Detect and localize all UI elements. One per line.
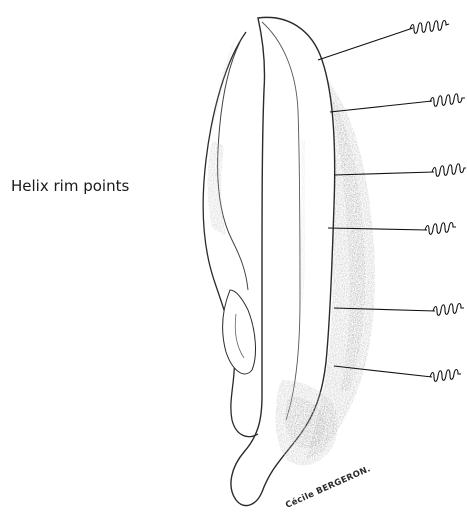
needle-marker-1 bbox=[410, 21, 449, 34]
needle-marker-5 bbox=[433, 304, 464, 316]
needle-marker-3 bbox=[432, 164, 466, 177]
needle-marker-2 bbox=[430, 94, 465, 107]
needle-line-2 bbox=[330, 101, 432, 112]
needle-line-1 bbox=[318, 28, 413, 60]
needle-marker-6 bbox=[430, 370, 461, 382]
needle-markers bbox=[410, 21, 466, 382]
needle-marker-4 bbox=[425, 223, 456, 235]
artist-signature: Cécile BERGERON. bbox=[284, 463, 373, 511]
